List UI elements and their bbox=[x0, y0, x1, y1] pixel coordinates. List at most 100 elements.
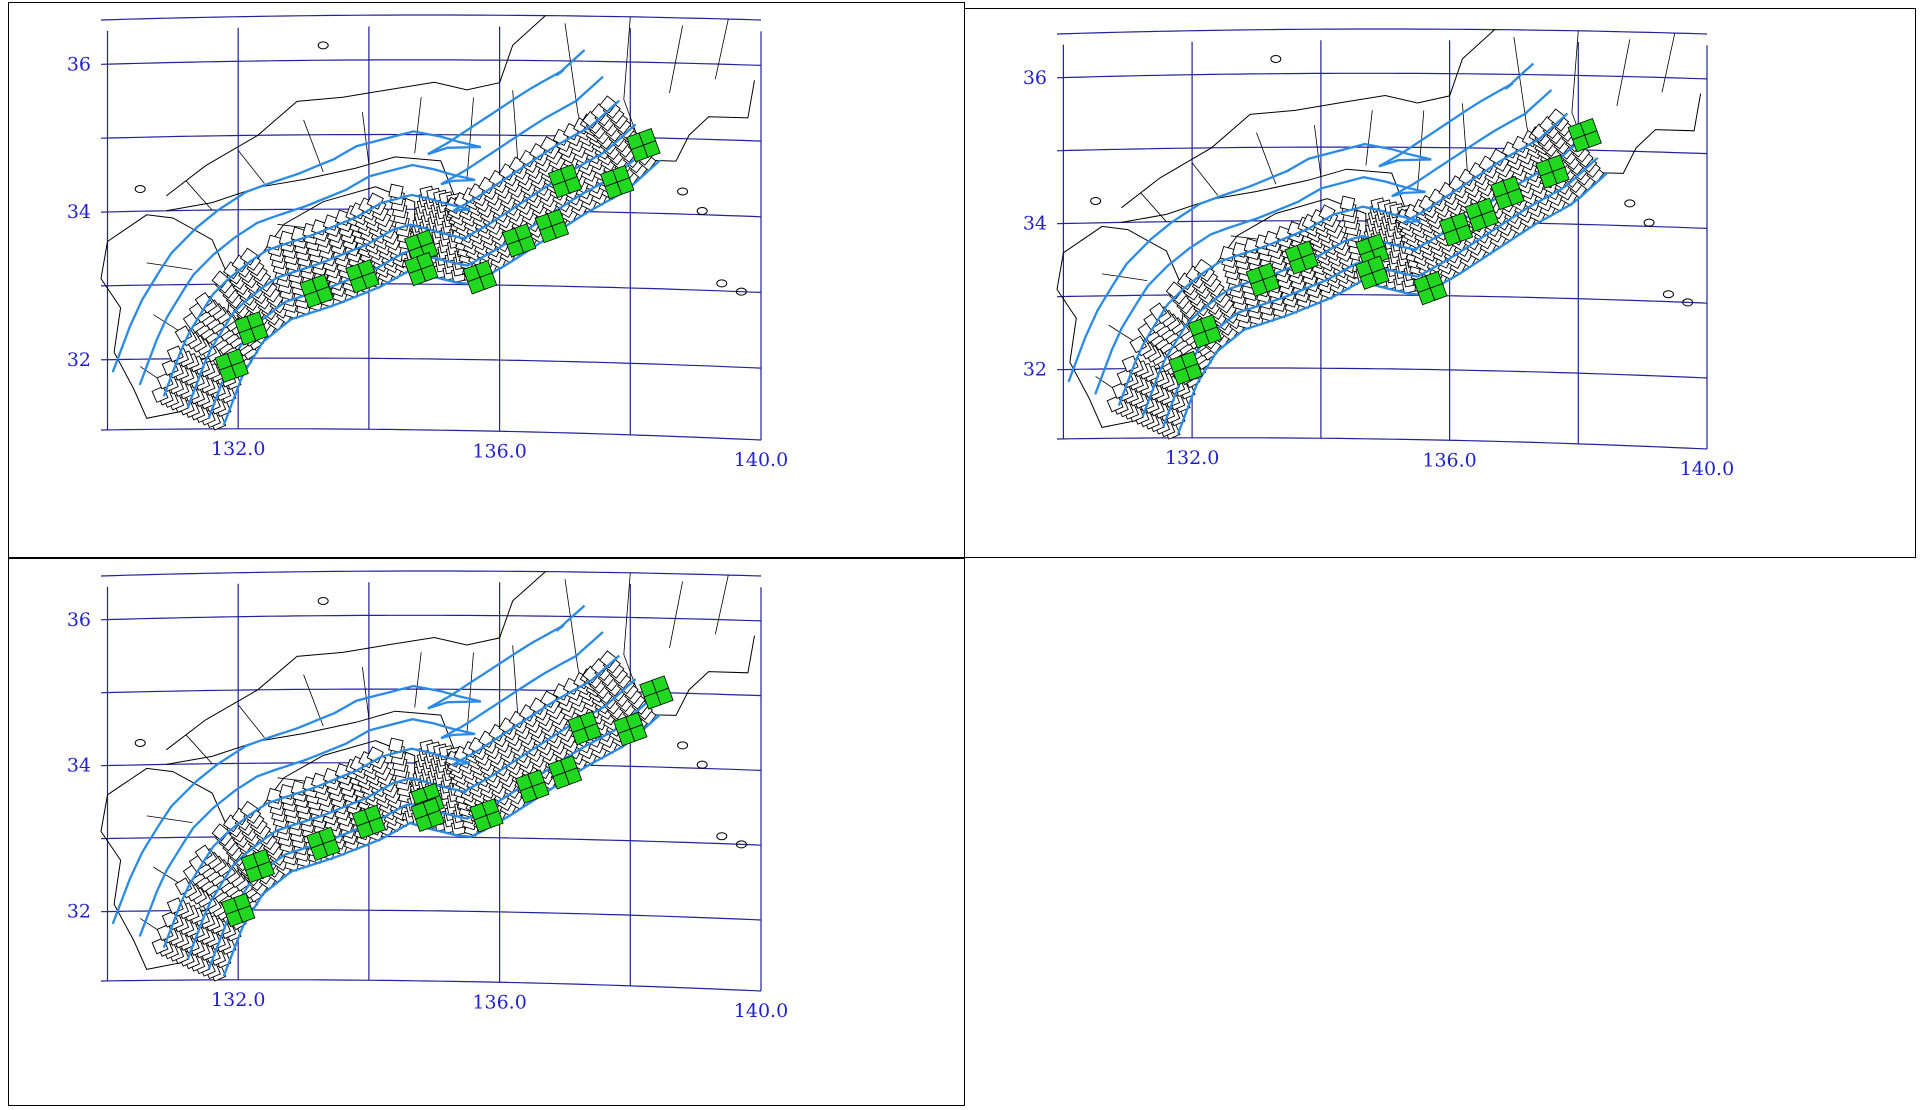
asperity-cell bbox=[316, 286, 334, 304]
contour-line bbox=[111, 49, 586, 373]
island bbox=[677, 187, 689, 196]
prefecture-boundary bbox=[1314, 124, 1322, 177]
asperity-patch bbox=[600, 165, 635, 200]
asperity-patch bbox=[1245, 262, 1281, 297]
asperity-cell bbox=[420, 264, 439, 282]
prefecture-boundary bbox=[414, 652, 422, 708]
asperity-cell bbox=[479, 272, 498, 291]
prefecture-boundary bbox=[714, 575, 729, 635]
lon-tick-label: 136.0 bbox=[472, 440, 526, 462]
asperity-patch bbox=[221, 892, 256, 928]
island bbox=[735, 287, 747, 296]
asperity-cell bbox=[485, 810, 504, 829]
prefecture-boundary bbox=[237, 150, 265, 184]
island bbox=[677, 741, 689, 750]
asperity-cell bbox=[518, 235, 537, 254]
lon-tick-label: 132.0 bbox=[211, 438, 265, 460]
depth-contours bbox=[111, 604, 661, 977]
prefecture-boundary bbox=[1191, 162, 1219, 196]
asperity-cell bbox=[1455, 224, 1474, 243]
parallel-line bbox=[100, 283, 762, 293]
asperities bbox=[214, 128, 661, 383]
asperity-patch bbox=[351, 804, 387, 839]
asperities bbox=[221, 675, 674, 928]
island bbox=[1090, 196, 1102, 205]
subfault-cell bbox=[1339, 195, 1356, 212]
parallel-line bbox=[1056, 437, 1708, 450]
asperity-patch bbox=[214, 348, 249, 383]
parallel-line bbox=[1056, 28, 1708, 35]
island bbox=[1682, 298, 1694, 307]
contour-line bbox=[1067, 62, 1535, 383]
prefecture-boundary bbox=[414, 97, 422, 154]
asperity-patch bbox=[306, 826, 341, 861]
asperity-patch bbox=[299, 273, 334, 309]
contour-line bbox=[162, 99, 621, 397]
parallel-line bbox=[1056, 293, 1708, 304]
asperity-cell bbox=[551, 221, 570, 239]
lon-tick-label: 132.0 bbox=[211, 989, 265, 1011]
contour-line bbox=[111, 604, 586, 925]
lon-tick-label: 140.0 bbox=[734, 449, 788, 471]
lon-tick-label: 140.0 bbox=[734, 1000, 788, 1022]
asperity-patch bbox=[547, 755, 583, 790]
island bbox=[716, 832, 728, 841]
prefecture-boundary bbox=[237, 704, 265, 738]
asperity-patch bbox=[404, 251, 439, 287]
asperity-cell bbox=[584, 723, 602, 741]
asperity-patch bbox=[547, 163, 583, 199]
prefecture-boundary bbox=[362, 112, 370, 165]
asperity-cell bbox=[257, 861, 275, 879]
lat-tick-label: 36 bbox=[67, 609, 91, 631]
prefecture-boundary bbox=[146, 815, 193, 823]
contour-line bbox=[138, 631, 604, 937]
island bbox=[1643, 218, 1655, 227]
asperity-patch bbox=[462, 260, 498, 295]
subfault-grid bbox=[1106, 108, 1605, 440]
island bbox=[1624, 199, 1636, 208]
asperity-patch bbox=[345, 259, 380, 294]
asperity-cell bbox=[1481, 209, 1499, 228]
asperity-cell bbox=[655, 687, 674, 706]
asperity-patch bbox=[567, 710, 602, 746]
parallel-line bbox=[1056, 72, 1708, 80]
asperity-cell bbox=[361, 271, 380, 290]
lat-tick-label: 36 bbox=[67, 53, 91, 75]
asperity-patch bbox=[1535, 154, 1570, 189]
contour-line bbox=[186, 678, 637, 960]
island bbox=[134, 738, 146, 747]
asperity-patch bbox=[234, 311, 269, 346]
lat-tick-label: 32 bbox=[67, 901, 91, 923]
subfault-cell bbox=[599, 650, 618, 669]
lat-tick-label: 32 bbox=[1023, 359, 1047, 381]
coastline bbox=[165, 15, 546, 197]
prefecture-boundary bbox=[1661, 33, 1676, 93]
island bbox=[317, 41, 329, 50]
prefecture-boundary bbox=[1616, 39, 1631, 107]
parallel-line bbox=[100, 59, 762, 66]
asperity-cell bbox=[1262, 274, 1281, 293]
subfault-cell bbox=[599, 95, 618, 114]
prefecture-boundary bbox=[669, 25, 683, 94]
asperity-patch bbox=[1187, 314, 1223, 349]
asperities bbox=[1168, 118, 1602, 386]
asperity-patch bbox=[1284, 240, 1319, 275]
parallel-line bbox=[100, 14, 762, 21]
asperity-cell bbox=[642, 140, 661, 158]
prefecture-boundary bbox=[303, 674, 324, 727]
asperity-cell bbox=[1584, 130, 1602, 148]
asperity-cell bbox=[1506, 188, 1525, 206]
asperity-patch bbox=[1355, 255, 1390, 290]
asperity-cell bbox=[1371, 267, 1390, 286]
lon-tick-label: 136.0 bbox=[472, 991, 526, 1013]
parallel-line bbox=[100, 614, 762, 622]
asperity-cell bbox=[427, 809, 445, 828]
asperity-cell bbox=[564, 767, 583, 786]
island bbox=[1270, 54, 1282, 63]
